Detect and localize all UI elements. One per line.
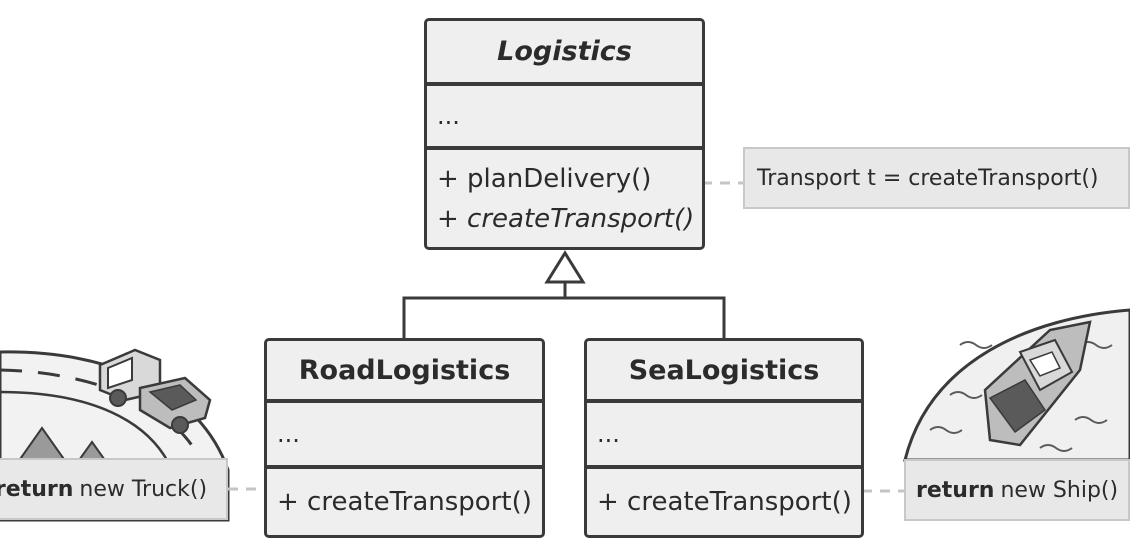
class-sea-logistics: SeaLogistics ... + createTransport()	[584, 338, 864, 538]
note-road-keyword: return	[0, 476, 74, 502]
note-plan-delivery: Transport t = createTransport()	[743, 147, 1130, 209]
class-sea-logistics-fields: ...	[587, 403, 861, 465]
method-create-transport: + createTransport()	[597, 487, 852, 517]
method-plan-delivery: + planDelivery()	[437, 163, 652, 194]
method-create-transport: + createTransport()	[277, 487, 532, 517]
inheritance-arrow-icon	[544, 250, 586, 284]
class-logistics-methods: + planDelivery() + createTransport()	[427, 150, 702, 247]
note-sea-text: new Ship()	[1000, 477, 1119, 503]
class-road-logistics-methods: + createTransport()	[267, 469, 542, 535]
class-logistics-name: Logistics	[427, 21, 702, 82]
class-sea-logistics-name: SeaLogistics	[587, 341, 861, 399]
note-plan-delivery-text: Transport t = createTransport()	[757, 165, 1099, 191]
class-road-logistics: RoadLogistics ... + createTransport()	[264, 338, 545, 538]
class-logistics: Logistics ... + planDelivery() + createT…	[424, 18, 705, 250]
note-sea-keyword: return	[916, 477, 995, 503]
note-road-text: new Truck()	[79, 476, 208, 502]
ship-icon	[983, 320, 1092, 447]
note-road-return: return new Truck()	[0, 458, 228, 520]
class-road-logistics-fields: ...	[267, 403, 542, 465]
class-logistics-fields: ...	[427, 86, 702, 146]
method-create-transport: + createTransport()	[437, 203, 695, 234]
class-sea-logistics-methods: + createTransport()	[587, 469, 861, 535]
class-road-logistics-name: RoadLogistics	[267, 341, 542, 399]
truck-icon	[98, 348, 212, 434]
inheritance-connector	[402, 282, 726, 340]
note-sea-return: return new Ship()	[904, 459, 1130, 521]
